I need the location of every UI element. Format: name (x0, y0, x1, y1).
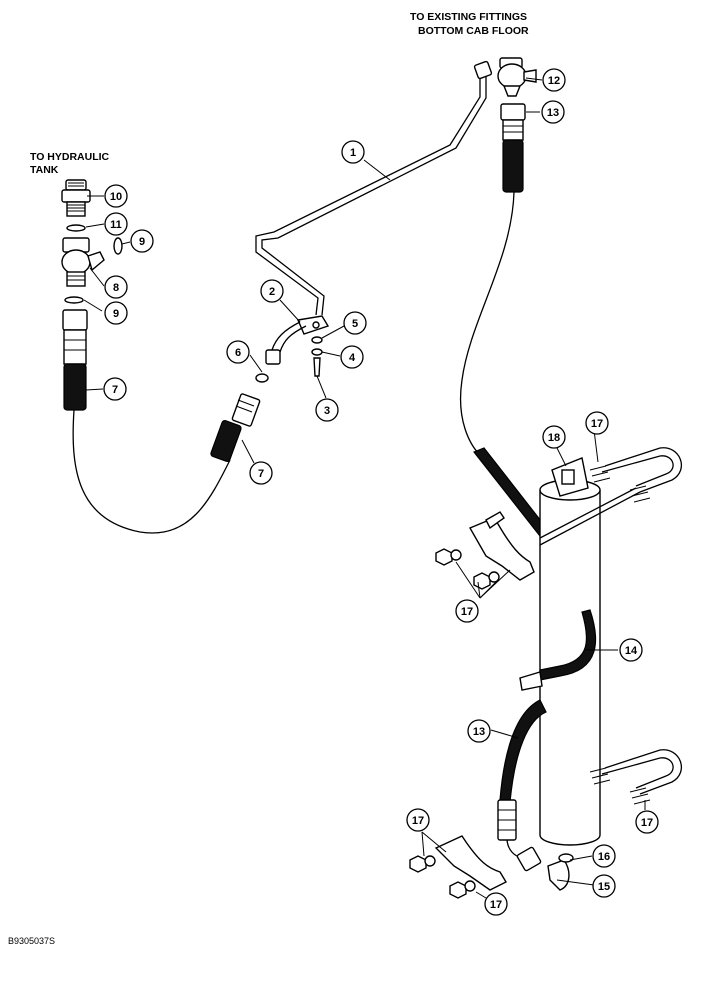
svg-text:6: 6 (235, 347, 241, 359)
svg-text:17: 17 (641, 817, 653, 829)
callout-9-lower: 9 (104, 301, 128, 325)
svg-text:7: 7 (258, 468, 264, 480)
callout-16: 16 (592, 844, 616, 868)
cab-fitting-assembly (497, 57, 537, 193)
callout-2: 2 (260, 279, 284, 303)
callout-13-lower: 13 (467, 719, 491, 743)
filter-assembly (497, 457, 601, 859)
note-existing-fittings-line2: BOTTOM CAB FLOOR (418, 25, 529, 37)
callout-13-top: 13 (541, 100, 565, 124)
svg-text:13: 13 (547, 107, 559, 119)
mounting-hardware (409, 447, 682, 899)
callout-8: 8 (104, 275, 128, 299)
svg-text:5: 5 (352, 318, 358, 330)
callout-14: 14 (619, 638, 643, 662)
svg-text:9: 9 (139, 236, 145, 248)
svg-text:18: 18 (548, 432, 560, 444)
svg-text:3: 3 (324, 405, 330, 417)
callout-17-right: 17 (635, 810, 659, 834)
callout-7-middle: 7 (249, 461, 273, 485)
note-hydraulic-tank-line2: TANK (30, 164, 59, 176)
callout-17-left-lower: 17 (406, 808, 430, 832)
svg-text:17: 17 (591, 418, 603, 430)
callout-17-top: 17 (585, 411, 609, 435)
svg-text:17: 17 (412, 815, 424, 827)
svg-text:16: 16 (598, 851, 610, 863)
svg-text:1: 1 (350, 147, 356, 159)
callout-12: 12 (542, 68, 566, 92)
leader-lines (83, 77, 646, 899)
note-existing-fittings-line1: TO EXISTING FITTINGS (410, 11, 527, 23)
svg-text:4: 4 (349, 352, 356, 364)
svg-text:12: 12 (548, 75, 560, 87)
callout-10: 10 (104, 184, 128, 208)
svg-text:11: 11 (110, 219, 122, 231)
callout-7-left: 7 (103, 377, 127, 401)
svg-text:8: 8 (113, 282, 119, 294)
callout-9-upper: 9 (130, 229, 154, 253)
svg-text:10: 10 (110, 191, 122, 203)
callout-4: 4 (340, 345, 364, 369)
callout-18: 18 (542, 425, 566, 449)
callout-17-left-upper: 17 (455, 599, 479, 623)
tank-fitting-assembly (61, 179, 123, 411)
hose-7-line (72, 409, 231, 534)
note-hydraulic-tank-line1: TO HYDRAULIC (30, 151, 110, 163)
callout-1: 1 (341, 140, 365, 164)
callout-5: 5 (343, 311, 367, 335)
figure-reference: B9305037S (8, 936, 55, 946)
svg-text:2: 2 (269, 286, 275, 298)
hose-13-line (459, 191, 515, 456)
svg-text:15: 15 (598, 881, 610, 893)
callout-6: 6 (226, 340, 250, 364)
svg-text:17: 17 (461, 606, 473, 618)
svg-text:9: 9 (113, 308, 119, 320)
callout-3: 3 (315, 398, 339, 422)
svg-text:17: 17 (490, 899, 502, 911)
callout-17-bottom: 17 (484, 892, 508, 916)
tube-assembly (210, 60, 493, 463)
callout-15: 15 (592, 874, 616, 898)
svg-text:14: 14 (625, 645, 638, 657)
svg-text:7: 7 (112, 384, 118, 396)
callout-11: 11 (104, 212, 128, 236)
svg-text:13: 13 (473, 726, 485, 738)
